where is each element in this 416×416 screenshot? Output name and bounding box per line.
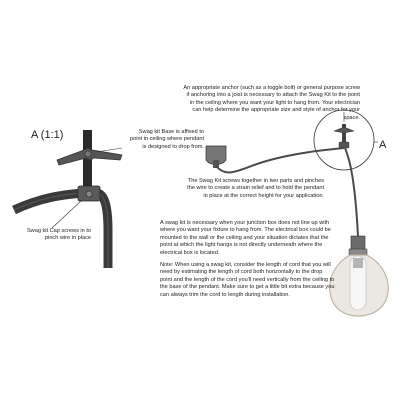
swag-cord-horizontal — [215, 147, 345, 174]
swag-info-notes: A swag kit is necessary when your juncti… — [160, 220, 335, 299]
swag-kit-small — [342, 124, 346, 144]
callout-label-a: A — [379, 139, 387, 151]
leader-cap — [51, 199, 83, 229]
detail-callout-circle — [313, 109, 375, 171]
anchor-note: An appropriate anchor (such as a toggle … — [183, 85, 360, 122]
swag-base-note: Swag kit Base is affixed to point in cei… — [126, 129, 204, 151]
detail-label-a: A (1:1) — [31, 129, 64, 141]
pendant-socket — [350, 235, 366, 251]
swag-kit-note: The Swag Kit screws together in two part… — [184, 178, 324, 200]
detail-cord-right — [95, 188, 113, 268]
swag-kit-small-base — [333, 126, 355, 134]
swag-base-note-text: Swag kit Base is affixed to point in cei… — [129, 129, 204, 150]
main-view — [205, 109, 389, 317]
detail-cord-vertical — [83, 130, 92, 190]
detail-view-a — [12, 130, 123, 268]
pendant-bulb — [349, 255, 367, 311]
swag-kit-note-text: The Swag Kit screws together in two part… — [187, 178, 324, 199]
detail-cord-left — [12, 188, 83, 215]
swag-cap-note-text: Swag kit Cap screws in to pinch wire in … — [26, 228, 91, 242]
swag-cord-vertical — [344, 147, 359, 237]
measuring-note: Note: When using a swag kit, consider th… — [160, 262, 335, 298]
swag-kit-cap-screw — [85, 190, 93, 198]
anchor-note-text: An appropriate anchor (such as a toggle … — [183, 85, 360, 121]
swag-kit-base-screw — [84, 150, 92, 158]
junction-box-note: A swag kit is necessary when your juncti… — [160, 220, 331, 256]
leader-base — [95, 147, 123, 153]
swag-cap-note: Swag kit Cap screws in to pinch wire in … — [13, 228, 91, 243]
